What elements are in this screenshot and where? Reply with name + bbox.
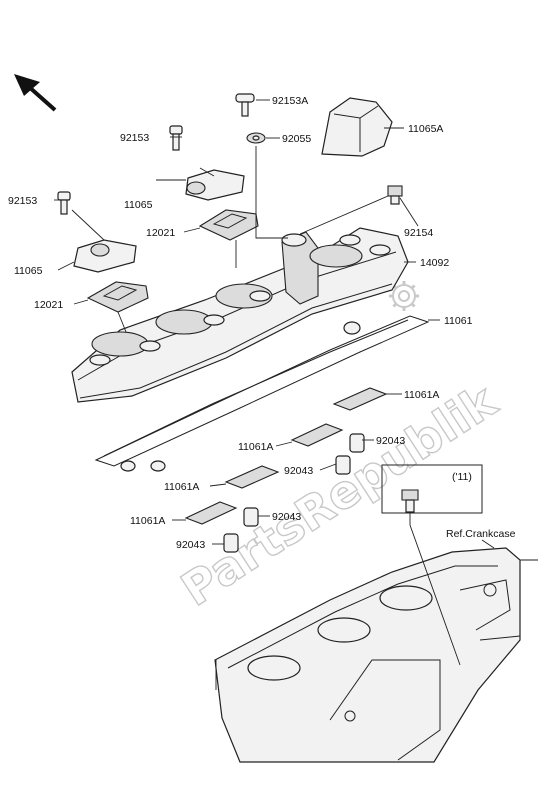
callout-92153A: 92153A xyxy=(272,95,308,107)
plug-92154 xyxy=(387,185,403,205)
callout-11061A-2: 11061A xyxy=(238,441,273,453)
gasket-11061A-2 xyxy=(290,423,344,447)
front-direction-arrow-icon xyxy=(14,74,57,112)
gasket-11061A-1 xyxy=(332,387,388,411)
callout-11061A-3: 11061A xyxy=(164,481,199,493)
bolt-92153-left xyxy=(57,191,71,215)
gear-watermark-icon xyxy=(389,281,419,311)
callout-11061A-4: 11061A xyxy=(130,515,165,527)
callout-12021-top: 12021 xyxy=(146,227,175,239)
collar-92043-1 xyxy=(349,433,365,453)
crankcase-illustration xyxy=(214,547,538,763)
inset-year-label: ('11) xyxy=(452,471,472,483)
collar-92043-3 xyxy=(243,507,259,527)
washer-92055 xyxy=(246,132,266,144)
callout-92043-3: 92043 xyxy=(272,511,301,523)
leader-lines xyxy=(54,99,440,545)
cover-gasket xyxy=(94,315,430,472)
callout-92153-top: 92153 xyxy=(120,132,149,144)
cylinder-head-cover xyxy=(71,227,409,403)
callout-11061: 11061 xyxy=(444,315,473,327)
ref-crankcase-label: Ref.Crankcase xyxy=(446,528,516,540)
cover-11065 xyxy=(185,169,245,201)
callout-11061A-1: 11061A xyxy=(404,389,439,401)
callout-12021-left: 12021 xyxy=(34,299,63,311)
ref-crankcase-leader xyxy=(481,539,495,549)
callout-92043-2: 92043 xyxy=(284,465,313,477)
callout-92153-left: 92153 xyxy=(8,195,37,207)
gasket-11061A-4 xyxy=(184,501,238,525)
collar-92043-4 xyxy=(223,533,239,553)
callout-11065-top: 11065 xyxy=(124,199,153,211)
bolt-92153 xyxy=(169,125,183,151)
inset-box-11: ('11) xyxy=(381,464,483,666)
callout-92154: 92154 xyxy=(404,227,433,239)
cover-11065A xyxy=(321,97,393,157)
callout-92055: 92055 xyxy=(282,133,311,145)
callout-11065A: 11065A xyxy=(408,123,443,135)
callout-11065-left: 11065 xyxy=(14,265,43,277)
callout-14092: 14092 xyxy=(420,257,449,269)
gasket-12021-left xyxy=(86,281,149,313)
callout-92043-4: 92043 xyxy=(176,539,205,551)
gasket-12021 xyxy=(198,209,259,241)
cover-11065-left xyxy=(73,239,137,273)
callout-92043-1: 92043 xyxy=(376,435,405,447)
gasket-11061A-3 xyxy=(224,465,280,489)
collar-92043-2 xyxy=(335,455,351,475)
bolt-92153A xyxy=(235,93,255,117)
